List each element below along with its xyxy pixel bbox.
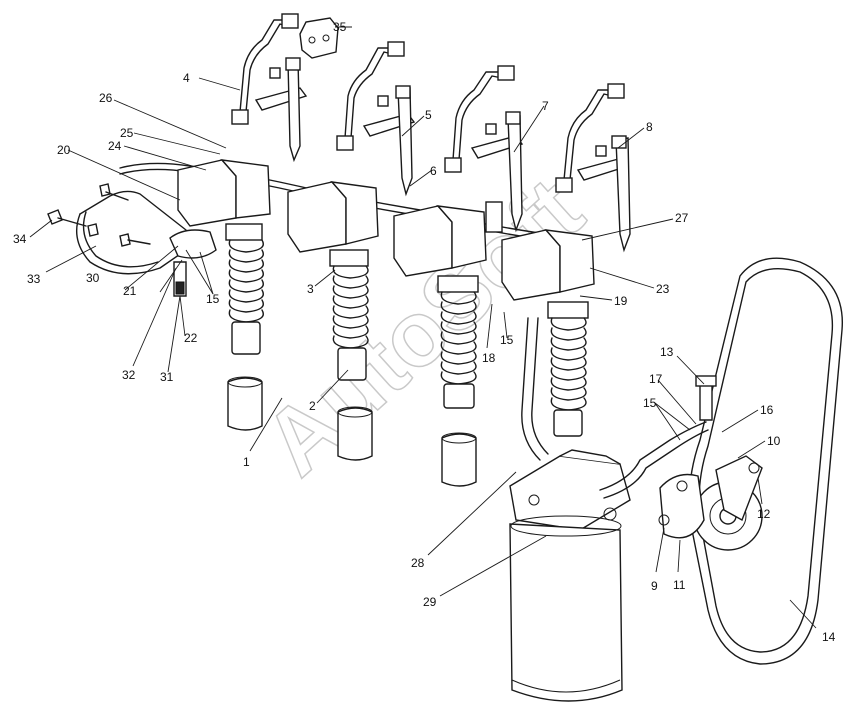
callout-26: 26 [99,91,113,105]
callout-16: 16 [760,403,774,417]
callout-7: 7 [542,99,549,113]
callout-leaders [29,26,817,629]
callout-6: 6 [430,164,437,178]
callout-1: 1 [243,455,250,469]
callout-19: 19 [614,294,628,308]
callout-9: 9 [651,579,658,593]
callout-20: 20 [57,143,71,157]
callout-24: 24 [108,139,122,153]
tappet-sleeves [227,376,477,487]
callout-15-left: 15 [206,292,220,306]
callout-13: 13 [660,345,674,359]
callout-25: 25 [120,126,134,140]
callout-4: 4 [183,71,190,85]
callout-23: 23 [656,282,670,296]
callout-12: 12 [757,507,771,521]
callout-27: 27 [675,211,689,225]
callout-31: 31 [160,370,174,384]
fuel-filter-assembly [509,317,709,702]
callout-11: 11 [673,578,686,592]
callout-33: 33 [27,272,41,286]
callout-29: 29 [423,595,437,609]
callout-32: 32 [122,368,136,382]
callout-35: 35 [333,20,347,34]
callout-15-right: 15 [643,396,657,410]
callout-28: 28 [411,556,425,570]
belt-and-pulley [658,257,843,665]
callout-labels: 1 2 3 4 5 6 7 8 9 10 11 12 13 14 15 15 1… [13,20,836,644]
callout-3: 3 [307,282,314,296]
callout-22: 22 [184,331,198,345]
bracket-35 [299,17,339,59]
high-pressure-pipes [231,13,625,193]
callout-5: 5 [425,108,432,122]
callout-15-center: 15 [500,333,514,347]
callout-34: 34 [13,232,27,246]
injectors [254,57,631,253]
callout-2: 2 [309,399,316,413]
callout-18: 18 [482,351,496,365]
callout-8: 8 [646,120,653,134]
callout-10: 10 [767,434,781,448]
callout-17: 17 [649,372,663,386]
callout-21: 21 [123,284,137,298]
unit-pumps [177,159,595,437]
callout-14: 14 [822,630,836,644]
callout-30: 30 [86,271,100,285]
